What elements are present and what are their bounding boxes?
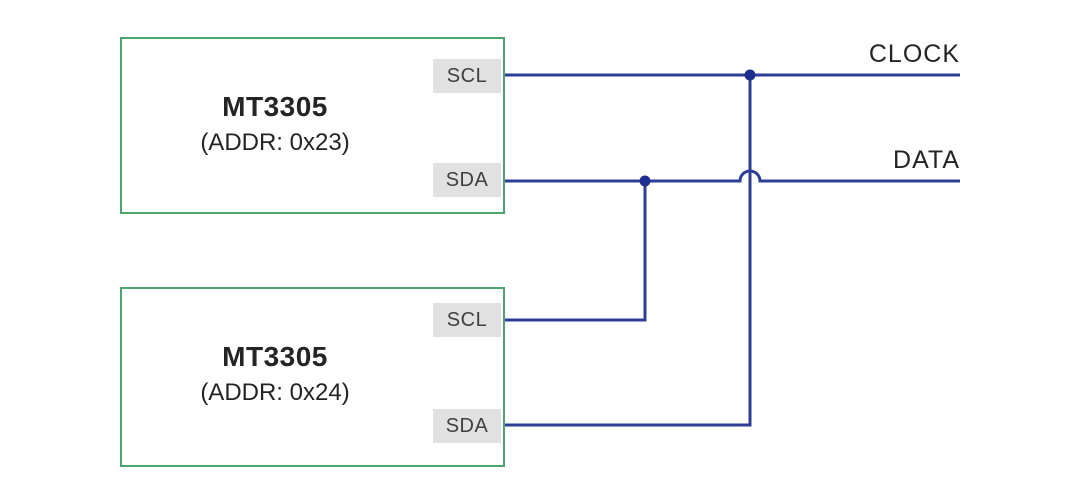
pin-label-scl: SCL [433,59,501,93]
device-name: MT3305 [222,91,328,122]
bus-label-clock: CLOCK [868,40,960,68]
device-address: (ADDR: 0x24) [200,379,350,406]
device-box-mt3305-0x23: MT3305 (ADDR: 0x23) SCL SDA [120,37,505,214]
junction-dot-clock [744,69,756,81]
junction-dot-data [639,175,651,187]
device-title-block: MT3305 (ADDR: 0x23) [122,89,428,161]
device-box-mt3305-0x24: MT3305 (ADDR: 0x24) SCL SDA [120,287,505,467]
wire-device2-sda-to-clock [505,75,752,427]
device-title-block: MT3305 (ADDR: 0x24) [122,339,428,411]
wire-data-bus [505,169,960,183]
wire-device2-scl-to-data [505,181,647,322]
device-address: (ADDR: 0x23) [200,129,350,156]
pin-label-scl: SCL [433,303,501,337]
pin-label-sda: SDA [433,409,501,443]
pin-label-sda: SDA [433,163,501,197]
bus-label-data: DATA [893,146,960,174]
device-name: MT3305 [222,341,328,372]
